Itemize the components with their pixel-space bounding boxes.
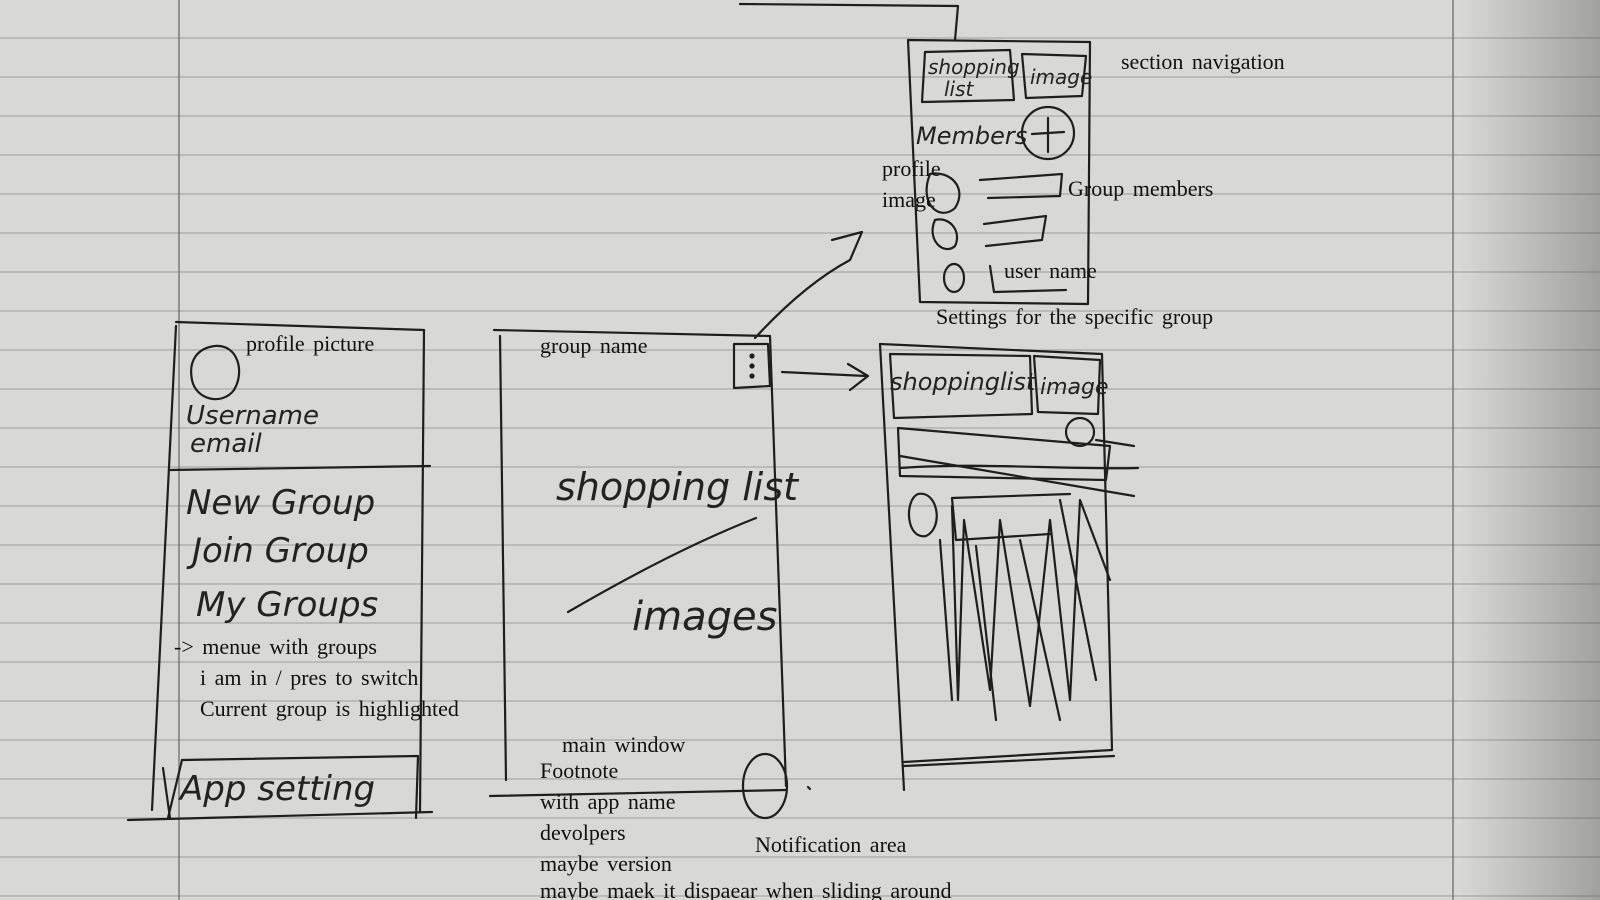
- crossed-out-sketch: [878, 342, 1140, 792]
- overflow-menu-box: [732, 342, 772, 390]
- drawer-email-text: email: [190, 429, 262, 459]
- margin-line-left: [178, 0, 180, 900]
- crossed-tab-image: image: [1040, 375, 1109, 400]
- drawer-settings-text: App setting: [178, 769, 375, 809]
- top-box-fragment: [738, 2, 960, 42]
- crossed-tab-shopping: shoppinglist: [890, 368, 1037, 396]
- annotation-notification-area: Notification area: [755, 832, 907, 857]
- annotation-footnote-4: maybe version: [540, 851, 672, 876]
- annotation-user-name: user name: [1004, 258, 1097, 283]
- settings-tab-shopping-2: list: [944, 77, 975, 101]
- settings-tab-shopping-1: shopping: [928, 55, 1020, 79]
- arrow-to-crossed: [780, 362, 870, 392]
- drawer-item-join-group: Join Group: [186, 531, 369, 571]
- settings-tab-image: image: [1030, 65, 1092, 89]
- main-shopping-list-text: shopping list: [556, 465, 800, 509]
- annotation-profile-image-1: profile: [882, 156, 941, 181]
- annotation-footnote-5: maybe maek it dispaear when sliding arou…: [540, 878, 952, 900]
- drawer-username-text: Username: [186, 401, 319, 431]
- drawer-item-new-group: New Group: [186, 483, 375, 523]
- profile-circle: [190, 344, 241, 401]
- annotation-footnote-1: Footnote: [540, 758, 619, 783]
- annotation-menu-line-1: -> menue with groups: [174, 634, 377, 659]
- annotation-menu-line-2: i am in / pres to switch: [200, 665, 419, 690]
- annotation-menu-line-3: Current group is highlighted: [200, 696, 459, 721]
- settings-members-text: Members: [916, 122, 1027, 150]
- annotation-settings-specific-group: Settings for the specific group: [936, 304, 1214, 329]
- annotation-footnote-2: with app name: [540, 789, 676, 814]
- annotation-profile-image-2: image: [882, 187, 936, 212]
- annotation-section-navigation: section navigation: [1121, 49, 1285, 74]
- main-images-text: images: [632, 594, 777, 640]
- group-settings-sketch: [906, 38, 1092, 306]
- arrow-to-settings: [753, 230, 864, 340]
- drawer-item-my-groups: My Groups: [196, 585, 378, 625]
- diagonal-divider: [566, 516, 758, 614]
- main-window-sketch: [488, 328, 812, 820]
- annotation-footnote-3: devolpers: [540, 820, 626, 845]
- annotation-main-window: main window: [562, 732, 686, 757]
- annotation-group-members: Group members: [1068, 176, 1214, 201]
- annotation-profile-picture: profile picture: [246, 331, 375, 356]
- margin-line-right: [1452, 0, 1454, 900]
- drawer-sketch: [126, 320, 434, 822]
- notification-circle: [741, 752, 789, 820]
- annotation-group-name: group name: [540, 333, 648, 358]
